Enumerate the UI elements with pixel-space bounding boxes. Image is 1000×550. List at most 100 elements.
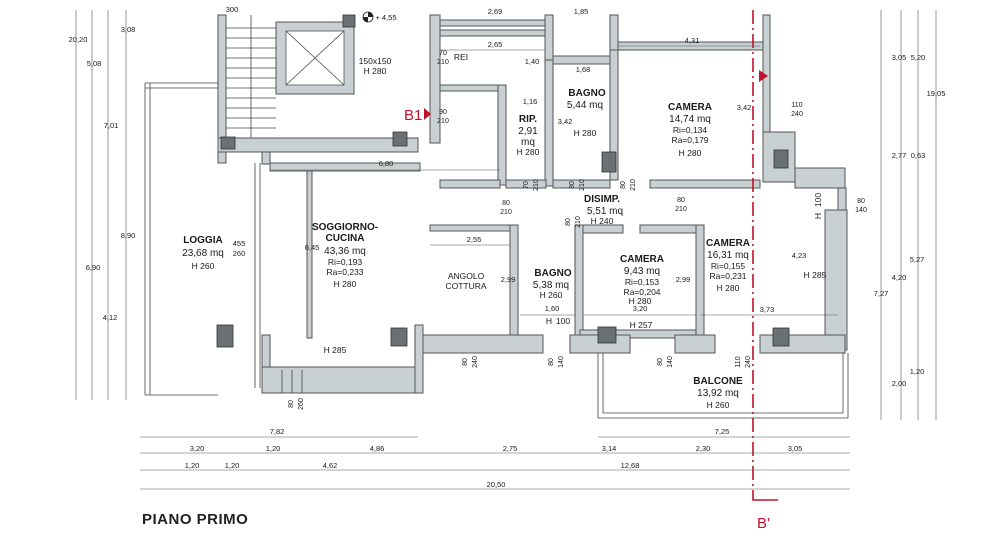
svg-text:3,42: 3,42 bbox=[737, 103, 752, 112]
loggia-outline bbox=[144, 82, 261, 396]
svg-text:210: 210 bbox=[437, 59, 449, 66]
svg-text:14,74 mq: 14,74 mq bbox=[669, 114, 711, 125]
svg-text:80: 80 bbox=[502, 200, 510, 207]
svg-text:H 280: H 280 bbox=[679, 148, 702, 158]
svg-text:3,14: 3,14 bbox=[602, 444, 617, 453]
svg-text:210: 210 bbox=[630, 179, 637, 191]
svg-text:H 280: H 280 bbox=[629, 296, 652, 306]
svg-text:210: 210 bbox=[579, 179, 586, 191]
section-line bbox=[424, 10, 778, 501]
right-dimensions: 3,05 5,20 19,05 2,77 0,63 5,27 4,20 7,27… bbox=[874, 10, 945, 420]
svg-text:210: 210 bbox=[500, 209, 512, 216]
room-camera-3: CAMERA 16,31 mq Ri=0,155 Ra=0,231 H 280 bbox=[706, 238, 750, 293]
room-camera-1: CAMERA 14,74 mq Ri=0,134 Ra=0,179 H 280 bbox=[668, 102, 712, 158]
svg-text:8,90: 8,90 bbox=[121, 231, 136, 240]
svg-text:9,43 mq: 9,43 mq bbox=[624, 266, 660, 277]
svg-text:80: 80 bbox=[565, 218, 572, 226]
svg-text:70: 70 bbox=[523, 181, 530, 189]
svg-text:1,16: 1,16 bbox=[523, 97, 538, 106]
svg-text:2,77: 2,77 bbox=[892, 151, 907, 160]
svg-text:210: 210 bbox=[437, 118, 449, 125]
svg-text:5,20: 5,20 bbox=[911, 53, 926, 62]
svg-text:H: H bbox=[546, 316, 552, 326]
svg-text:16,31 mq: 16,31 mq bbox=[707, 250, 749, 261]
svg-text:BAGNO: BAGNO bbox=[568, 88, 605, 99]
extra-heights: H 100 H 257 H 285 H 100 bbox=[546, 193, 827, 330]
svg-text:455: 455 bbox=[233, 239, 246, 248]
svg-text:7,25: 7,25 bbox=[715, 427, 730, 436]
pillars bbox=[216, 14, 790, 348]
svg-text:1,40: 1,40 bbox=[525, 57, 540, 66]
svg-text:80: 80 bbox=[548, 358, 555, 366]
svg-text:240: 240 bbox=[472, 356, 479, 368]
svg-text:80: 80 bbox=[288, 400, 295, 408]
svg-text:4,62: 4,62 bbox=[323, 461, 338, 470]
svg-text:6,45: 6,45 bbox=[305, 243, 320, 252]
svg-text:13,92 mq: 13,92 mq bbox=[697, 388, 739, 399]
elevation-marker-icon bbox=[362, 11, 374, 23]
door-dimensions: 70 210 90 210 80 210 70 210 80 210 80 21… bbox=[288, 50, 867, 410]
svg-text:RIP.: RIP. bbox=[519, 114, 537, 125]
svg-text:Ra=0,204: Ra=0,204 bbox=[623, 287, 660, 297]
room-disimp: DISIMP. 5,51 mq H 240 bbox=[584, 194, 623, 226]
svg-text:Ri=0,134: Ri=0,134 bbox=[673, 125, 708, 135]
room-bagno-1: BAGNO 5,44 mq H 280 bbox=[567, 88, 606, 138]
room-camera-2: CAMERA 9,43 mq Ri=0,153 Ra=0,204 H 280 bbox=[620, 254, 664, 306]
svg-text:80: 80 bbox=[657, 358, 664, 366]
svg-text:1,20: 1,20 bbox=[910, 367, 925, 376]
svg-text:CUCINA: CUCINA bbox=[326, 233, 365, 244]
svg-text:150x150: 150x150 bbox=[359, 56, 392, 66]
svg-text:70: 70 bbox=[439, 50, 447, 57]
svg-text:Ri=0,155: Ri=0,155 bbox=[711, 261, 746, 271]
svg-text:Ra=0,233: Ra=0,233 bbox=[326, 267, 363, 277]
svg-text:1,20: 1,20 bbox=[185, 461, 200, 470]
svg-text:2,30: 2,30 bbox=[696, 444, 711, 453]
svg-text:H 260: H 260 bbox=[192, 261, 215, 271]
section-label-top: B1 bbox=[404, 107, 422, 124]
svg-text:4,20: 4,20 bbox=[892, 273, 907, 282]
svg-text:H 240: H 240 bbox=[591, 216, 614, 226]
svg-text:300: 300 bbox=[226, 5, 239, 14]
room-balcone: BALCONE 13,92 mq H 260 bbox=[693, 376, 743, 410]
svg-text:1,60: 1,60 bbox=[545, 304, 560, 313]
svg-text:4,23: 4,23 bbox=[792, 251, 807, 260]
svg-text:240: 240 bbox=[791, 111, 803, 118]
svg-text:2,99: 2,99 bbox=[676, 275, 691, 284]
svg-text:Ri=0,153: Ri=0,153 bbox=[625, 277, 660, 287]
room-stair: 150x150 H 280 bbox=[359, 56, 392, 76]
svg-text:110: 110 bbox=[791, 102, 802, 109]
room-loggia: LOGGIA 23,68 mq H 260 bbox=[182, 235, 224, 271]
svg-text:7,27: 7,27 bbox=[874, 289, 889, 298]
svg-text:Ra=0,231: Ra=0,231 bbox=[709, 271, 746, 281]
svg-text:12,68: 12,68 bbox=[621, 461, 640, 470]
svg-text:COTTURA: COTTURA bbox=[445, 281, 486, 291]
svg-text:6,90: 6,90 bbox=[86, 263, 101, 272]
svg-text:H 257: H 257 bbox=[630, 320, 653, 330]
svg-text:6,80: 6,80 bbox=[379, 159, 394, 168]
svg-text:BAGNO: BAGNO bbox=[534, 268, 571, 279]
svg-text:5,27: 5,27 bbox=[910, 255, 925, 264]
svg-text:80: 80 bbox=[857, 198, 865, 205]
svg-text:20,20: 20,20 bbox=[69, 35, 88, 44]
svg-text:210: 210 bbox=[675, 206, 687, 213]
svg-text:80: 80 bbox=[462, 358, 469, 366]
plan-title: PIANO PRIMO bbox=[142, 511, 248, 528]
left-dimensions: 20,20 5,08 3,08 7,01 8,90 6,90 4,12 bbox=[69, 10, 136, 400]
walls bbox=[217, 14, 849, 419]
svg-text:DISIMP.: DISIMP. bbox=[584, 194, 620, 205]
svg-text:Ri=0,193: Ri=0,193 bbox=[328, 257, 363, 267]
room-angolo-cottura: ANGOLO COTTURA bbox=[445, 271, 486, 291]
svg-text:2,55: 2,55 bbox=[467, 235, 482, 244]
svg-text:2,65: 2,65 bbox=[488, 40, 503, 49]
svg-text:140: 140 bbox=[558, 356, 565, 368]
svg-text:90: 90 bbox=[439, 109, 447, 116]
svg-text:H 285: H 285 bbox=[804, 270, 827, 280]
svg-text:H 280: H 280 bbox=[717, 283, 740, 293]
svg-text:H: H bbox=[813, 213, 823, 219]
svg-text:CAMERA: CAMERA bbox=[620, 254, 664, 265]
svg-text:H 285: H 285 bbox=[324, 345, 347, 355]
svg-text:H 260: H 260 bbox=[707, 400, 730, 410]
svg-text:80: 80 bbox=[677, 197, 685, 204]
staircase-steps bbox=[226, 15, 276, 138]
